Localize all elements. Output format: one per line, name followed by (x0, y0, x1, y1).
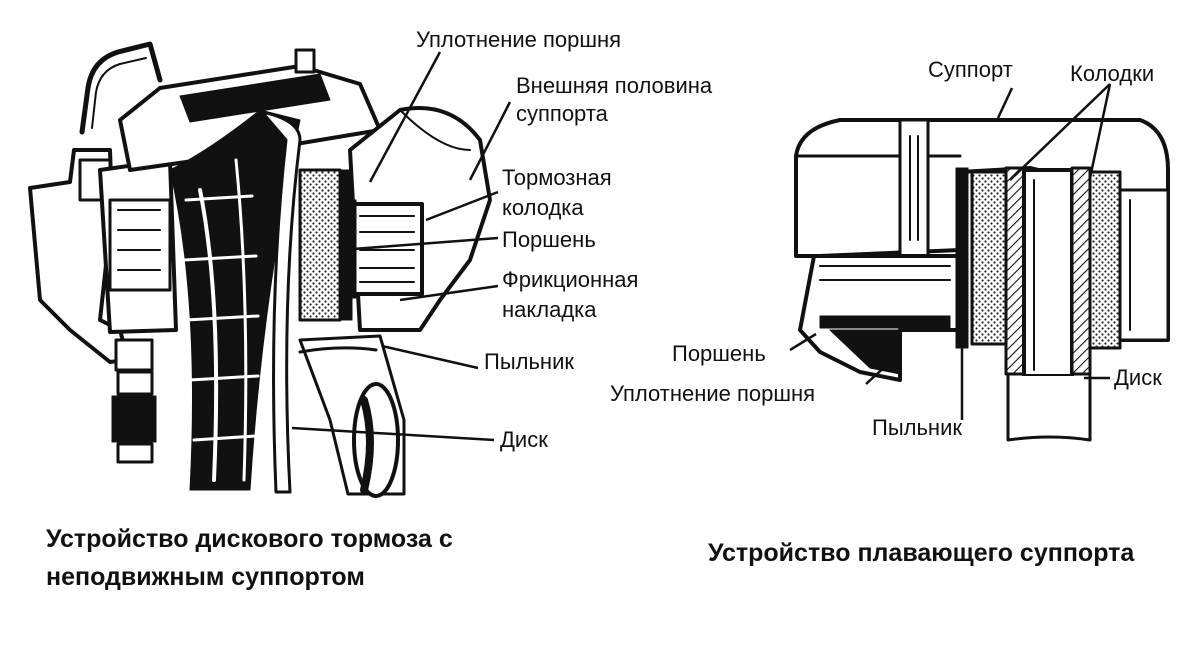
caption-fixed-line1: Устройство дискового тормоза с (46, 525, 453, 553)
label-outer-half-line1: Внешняя половина (516, 73, 713, 98)
label-brake-pad-line2: колодка (502, 195, 584, 220)
label-friction-line1: Фрикционная (502, 267, 639, 292)
fixed-caliper-leaders (291, 51, 512, 442)
label-piston-seal-floating: Уплотнение поршня (610, 381, 816, 406)
label-outer-half-line2: суппорта (516, 101, 608, 126)
floating-disc (1022, 168, 1074, 378)
floating-caliper-leaders (789, 83, 1112, 420)
label-piston-fixed: Поршень (502, 227, 596, 252)
label-caliper-floating: Суппорт (928, 57, 1013, 82)
caption-floating: Устройство плавающего суппорта (708, 539, 1135, 567)
label-piston-floating: Поршень (672, 341, 766, 366)
label-disc-floating: Диск (1114, 365, 1162, 390)
label-piston-seal-fixed: Уплотнение поршня (416, 27, 622, 52)
inner-pad-lining (970, 170, 1008, 346)
label-pads-floating: Колодки (1070, 61, 1155, 86)
caption-fixed-line2: неподвижным суппортом (46, 563, 365, 591)
label-disc-fixed: Диск (500, 427, 548, 452)
label-brake-pad-line1: Тормозная (502, 165, 612, 190)
outer-pad-lining (1088, 170, 1122, 350)
mounting-bolt (111, 338, 157, 464)
floating-caliper-drawing (794, 118, 1170, 442)
outer-pad-plate (1070, 166, 1092, 376)
label-friction-line2: накладка (502, 297, 597, 322)
label-dust-boot-fixed: Пыльник (484, 349, 574, 374)
friction-lining (298, 168, 342, 322)
fixed-caliper-drawing (28, 41, 492, 498)
inner-pad-plate (1004, 166, 1026, 376)
bleeder-tube (79, 41, 163, 135)
label-dust-boot-floating: Пыльник (872, 415, 962, 440)
